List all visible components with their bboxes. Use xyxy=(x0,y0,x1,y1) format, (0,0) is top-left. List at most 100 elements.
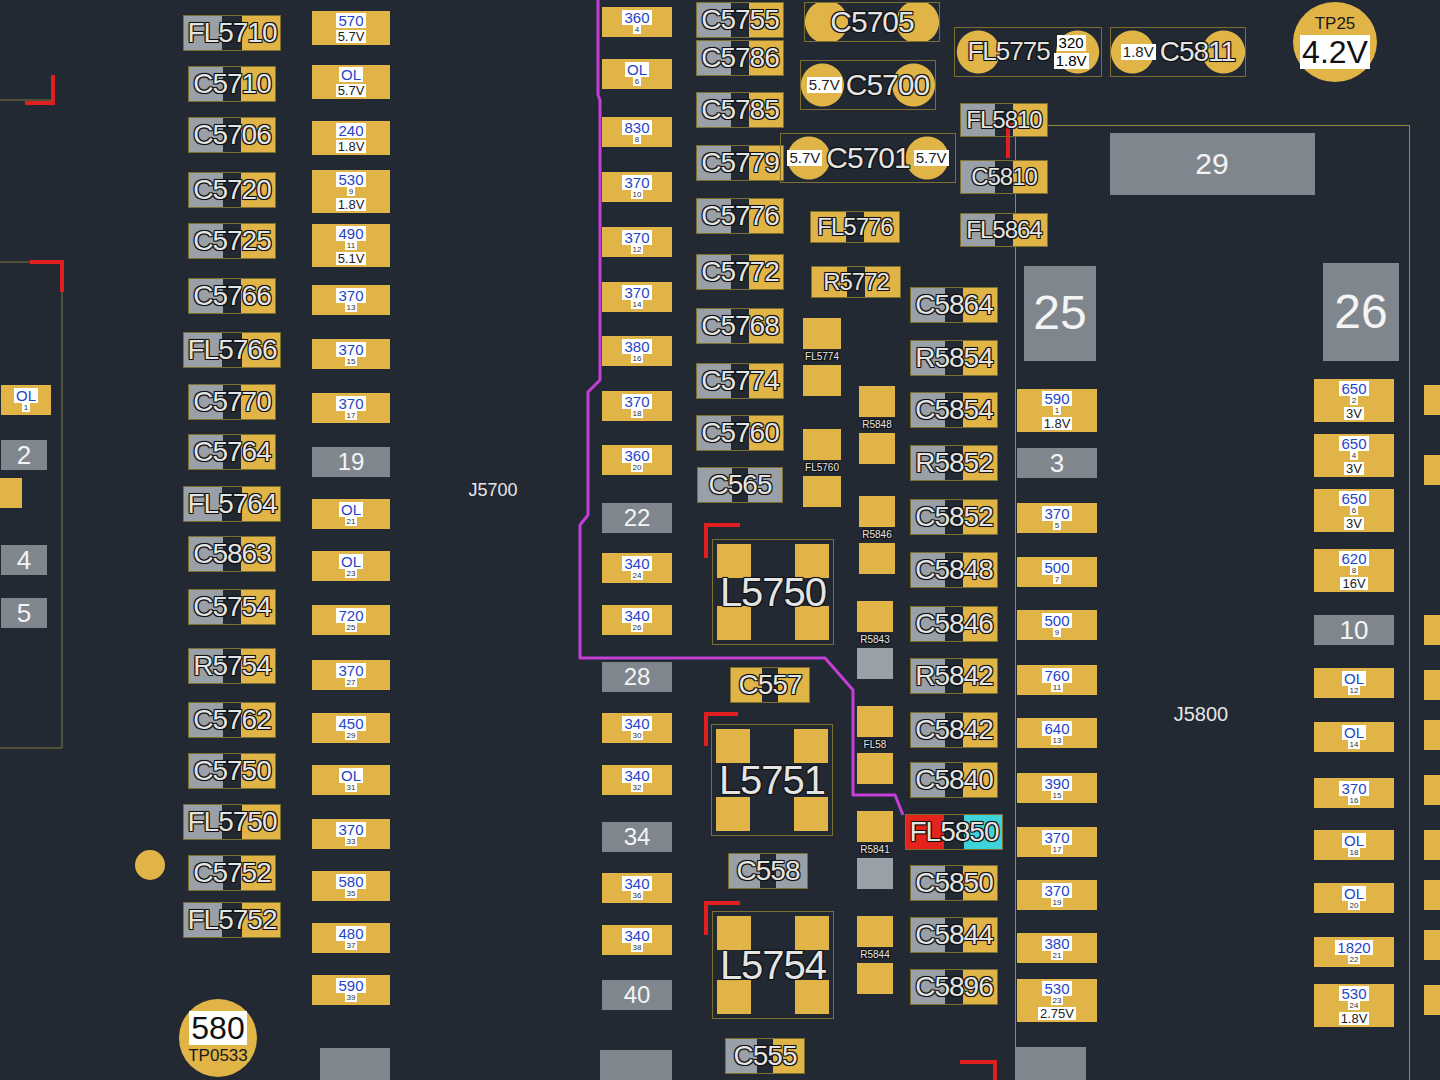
pin-pad: 59011.8V xyxy=(1017,389,1097,432)
part-label: C5863 xyxy=(193,539,271,568)
measured-value: 370 xyxy=(1042,883,1071,898)
measured-value: 480 xyxy=(336,926,365,941)
measured-value: 650 xyxy=(1339,381,1368,396)
part-label: C5762 xyxy=(193,705,271,734)
measured-value: 650 xyxy=(1339,436,1368,451)
measured-value: 590 xyxy=(336,978,365,993)
part-label: C5810 xyxy=(971,164,1037,189)
pin-pad: 45029 xyxy=(312,713,390,743)
connector-label: J5700 xyxy=(468,480,517,501)
pin-pad: 37017 xyxy=(1017,827,1097,857)
voltage-label: 1.8V xyxy=(1121,44,1156,60)
part-label: C5770 xyxy=(193,387,271,416)
voltage-label: 3V xyxy=(1344,462,1364,475)
component-part: FL5752 xyxy=(183,902,282,938)
component-part: C5705 xyxy=(804,2,940,42)
measured-value: 340 xyxy=(622,876,651,891)
component-part: R5844 xyxy=(857,916,893,994)
pin-pad: 4 xyxy=(1,545,47,575)
component-part: C5762 xyxy=(188,702,276,738)
pin-pad: 530232.75V xyxy=(1017,979,1097,1022)
part-label: FL5775 xyxy=(967,38,1049,65)
component-part: C555 xyxy=(725,1038,805,1073)
part-label: C5766 xyxy=(193,281,271,310)
pin-pad: OL20 xyxy=(1314,883,1394,913)
part-label: R5844 xyxy=(860,950,889,961)
component-part: 1.8VC5811 xyxy=(1110,27,1246,77)
part-label: L5750 xyxy=(720,571,826,613)
component-part: C557 xyxy=(730,667,810,702)
pin-number: 18 xyxy=(1348,848,1361,857)
pin-pad: 25 xyxy=(1024,266,1096,361)
component-part: C5779 xyxy=(696,145,784,180)
measured-value: OL xyxy=(1342,833,1366,848)
voltage-label: 1.8V xyxy=(1339,1012,1370,1025)
measured-value: 320 xyxy=(1057,35,1086,51)
part-label: C5844 xyxy=(915,920,993,949)
solder-pad xyxy=(794,729,828,763)
inductor-part: L5754 xyxy=(712,911,834,1019)
solder-pad xyxy=(716,729,750,763)
part-label: C5811 xyxy=(1160,37,1235,66)
pin-pad: 3705 xyxy=(1017,503,1097,533)
pin-number: 3 xyxy=(1050,450,1064,476)
measured-value: 380 xyxy=(622,339,651,354)
pin-number: 21 xyxy=(345,517,358,526)
component-part: C5752 xyxy=(188,855,276,891)
pin-number: 29 xyxy=(345,731,358,740)
voltage-label: 5.1V xyxy=(336,252,367,265)
component-part: C5774 xyxy=(696,363,784,398)
pin-pad: 490115.1V xyxy=(312,224,390,267)
pin-pad: 37019 xyxy=(1017,880,1097,910)
measured-value: 530 xyxy=(1042,981,1071,996)
measured-value: 4.2V xyxy=(1300,35,1370,69)
outline-line xyxy=(0,100,55,101)
measured-value: 360 xyxy=(622,10,651,25)
part-label: C5842 xyxy=(915,715,993,744)
pin-pad: 53091.8V xyxy=(312,170,390,213)
component-part: C5766 xyxy=(188,278,276,314)
pin-pad xyxy=(320,1048,390,1080)
pin-number: 4 xyxy=(17,547,31,573)
measured-value: 530 xyxy=(336,172,365,187)
test-point-label: TP25 xyxy=(1315,15,1356,33)
pin-number: 24 xyxy=(1348,1001,1361,1010)
part-label: C5755 xyxy=(701,5,779,34)
measured-value: 340 xyxy=(622,716,651,731)
pin-pad xyxy=(600,1050,672,1080)
part-label: FL5776 xyxy=(817,214,892,239)
measured-value: 1820 xyxy=(1335,940,1372,955)
voltage-label: 2.75V xyxy=(1038,1007,1076,1020)
component-part: C5848 xyxy=(910,552,998,588)
component-part: R5854 xyxy=(910,340,998,376)
component-part: C5842 xyxy=(910,712,998,748)
measured-value: 370 xyxy=(336,342,365,357)
pin-pad: OL1 xyxy=(1,385,51,415)
component-part: C5854 xyxy=(910,392,998,428)
measured-value: OL xyxy=(339,554,363,569)
pin-number: 28 xyxy=(624,665,651,689)
pin-number: 18 xyxy=(631,409,644,418)
pin-number: 9 xyxy=(347,187,355,196)
measured-value: OL xyxy=(339,768,363,783)
pin-number: 16 xyxy=(1348,796,1361,805)
component-part: C5786 xyxy=(696,40,784,75)
pin-number: 10 xyxy=(1340,617,1369,643)
part-label: C5706 xyxy=(193,120,271,149)
part-label: C5720 xyxy=(193,175,271,204)
part-label: R5841 xyxy=(860,845,889,856)
test-point: 580TP0533 xyxy=(179,999,257,1077)
pin-number: 1 xyxy=(1053,406,1061,415)
measured-value: OL xyxy=(1342,725,1366,740)
measured-value: 370 xyxy=(336,288,365,303)
measured-value: 340 xyxy=(622,556,651,571)
part-label: L5751 xyxy=(719,759,825,801)
pin-number: 5 xyxy=(17,600,31,626)
pin-number: 14 xyxy=(631,300,644,309)
component-part: R5772 xyxy=(811,266,901,298)
part-label: C5779 xyxy=(701,148,779,177)
measured-value: 340 xyxy=(622,768,651,783)
pin-pad: 64013 xyxy=(1017,718,1097,748)
voltage-label: 1.8V xyxy=(336,140,367,153)
pin-number: 13 xyxy=(1051,736,1064,745)
